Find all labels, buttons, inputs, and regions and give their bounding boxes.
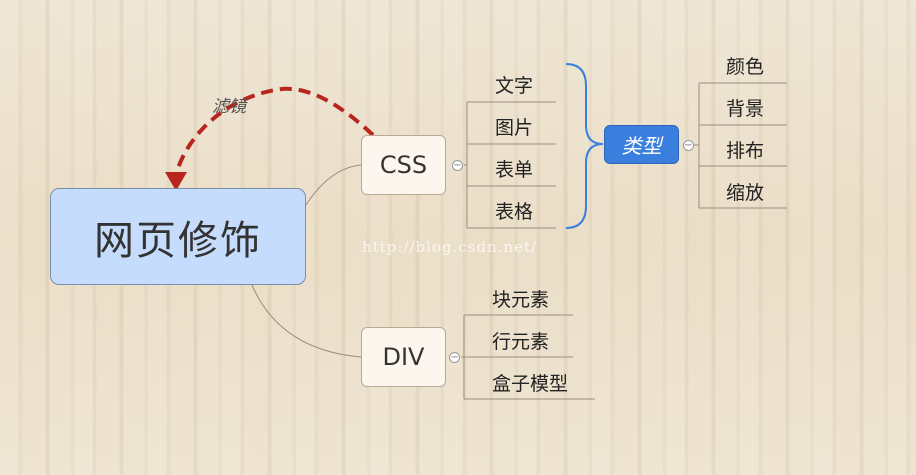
relationship-arrow (174, 86, 375, 176)
div-children-connectors (461, 314, 595, 400)
root-div-connector (251, 284, 362, 358)
css-subtopic-table[interactable]: 表格 (495, 201, 534, 223)
type-subtopic-layout[interactable]: 排布 (726, 140, 765, 162)
relationship-arrowhead (165, 172, 187, 191)
type-children-connectors (694, 82, 787, 209)
root-css-connector (305, 164, 362, 206)
type-summary-topic[interactable]: 类型 (604, 125, 679, 164)
css-children-connectors (464, 101, 556, 229)
type-subtopic-background[interactable]: 背景 (726, 98, 765, 120)
div-subtopic-block[interactable]: 块元素 (492, 289, 550, 311)
type-subtopic-color[interactable]: 颜色 (726, 56, 765, 78)
relationship-label[interactable]: 滤镜 (212, 97, 246, 117)
watermark: http://blog.csdn.net/ (362, 238, 538, 256)
css-topic[interactable]: CSS (361, 135, 446, 195)
type-collapse-toggle[interactable]: − (683, 139, 694, 151)
div-collapse-toggle[interactable]: − (449, 351, 460, 363)
css-subtopic-image[interactable]: 图片 (495, 117, 534, 139)
css-subtopic-form[interactable]: 表单 (495, 159, 534, 181)
root-topic[interactable]: 网页修饰 (50, 188, 306, 285)
css-subtopic-text[interactable]: 文字 (495, 75, 534, 97)
css-collapse-toggle[interactable]: − (452, 159, 463, 171)
div-topic[interactable]: DIV (361, 327, 446, 387)
div-subtopic-inline[interactable]: 行元素 (492, 331, 550, 353)
div-subtopic-box-model[interactable]: 盒子模型 (492, 373, 569, 395)
type-subtopic-zoom[interactable]: 缩放 (726, 182, 765, 204)
summary-brace (565, 63, 604, 229)
